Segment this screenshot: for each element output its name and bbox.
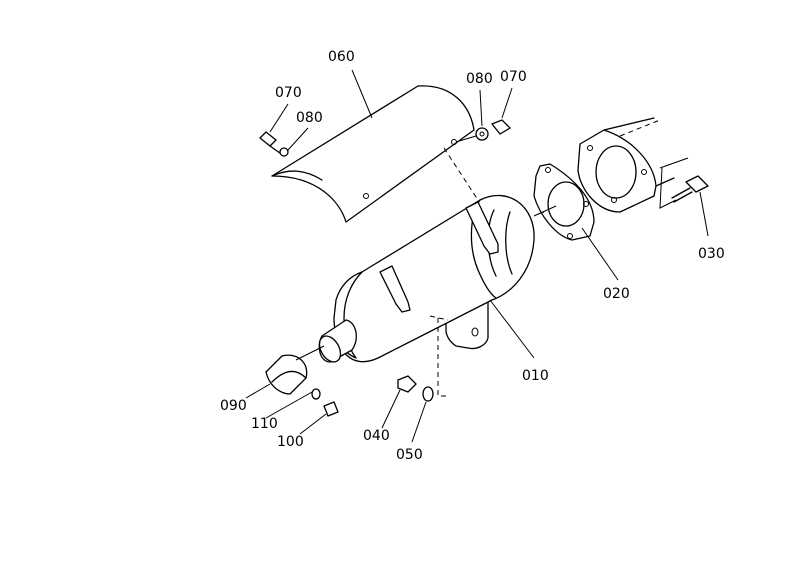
label-050: 050 [396, 447, 423, 463]
leader-lines [245, 69, 709, 443]
label-110: 110 [251, 416, 278, 432]
label-070-right: 070 [500, 69, 527, 85]
label-060: 060 [328, 49, 355, 65]
muffler-body [318, 194, 535, 363]
bolt-070-right [491, 119, 511, 135]
label-080-left: 080 [296, 110, 323, 126]
alignment-lines [295, 119, 689, 397]
label-070-left: 070 [275, 85, 302, 101]
gasket [533, 163, 595, 241]
bolt-030 [671, 175, 709, 203]
label-010: 010 [522, 368, 549, 384]
exhaust-flange [577, 117, 675, 213]
washer-050 [422, 386, 434, 402]
label-040: 040 [363, 428, 390, 444]
ring-110 [311, 388, 321, 400]
tail-cap-090 [265, 354, 308, 395]
nut-040 [397, 375, 417, 393]
heat-shield-cover [271, 85, 475, 223]
label-090: 090 [220, 398, 247, 414]
label-020: 020 [603, 286, 630, 302]
label-100: 100 [277, 434, 304, 450]
label-080-right: 080 [466, 71, 493, 87]
label-030: 030 [698, 246, 725, 262]
washer-080-right [475, 127, 489, 141]
washer-080-left [279, 147, 289, 157]
screw-100 [323, 401, 339, 417]
